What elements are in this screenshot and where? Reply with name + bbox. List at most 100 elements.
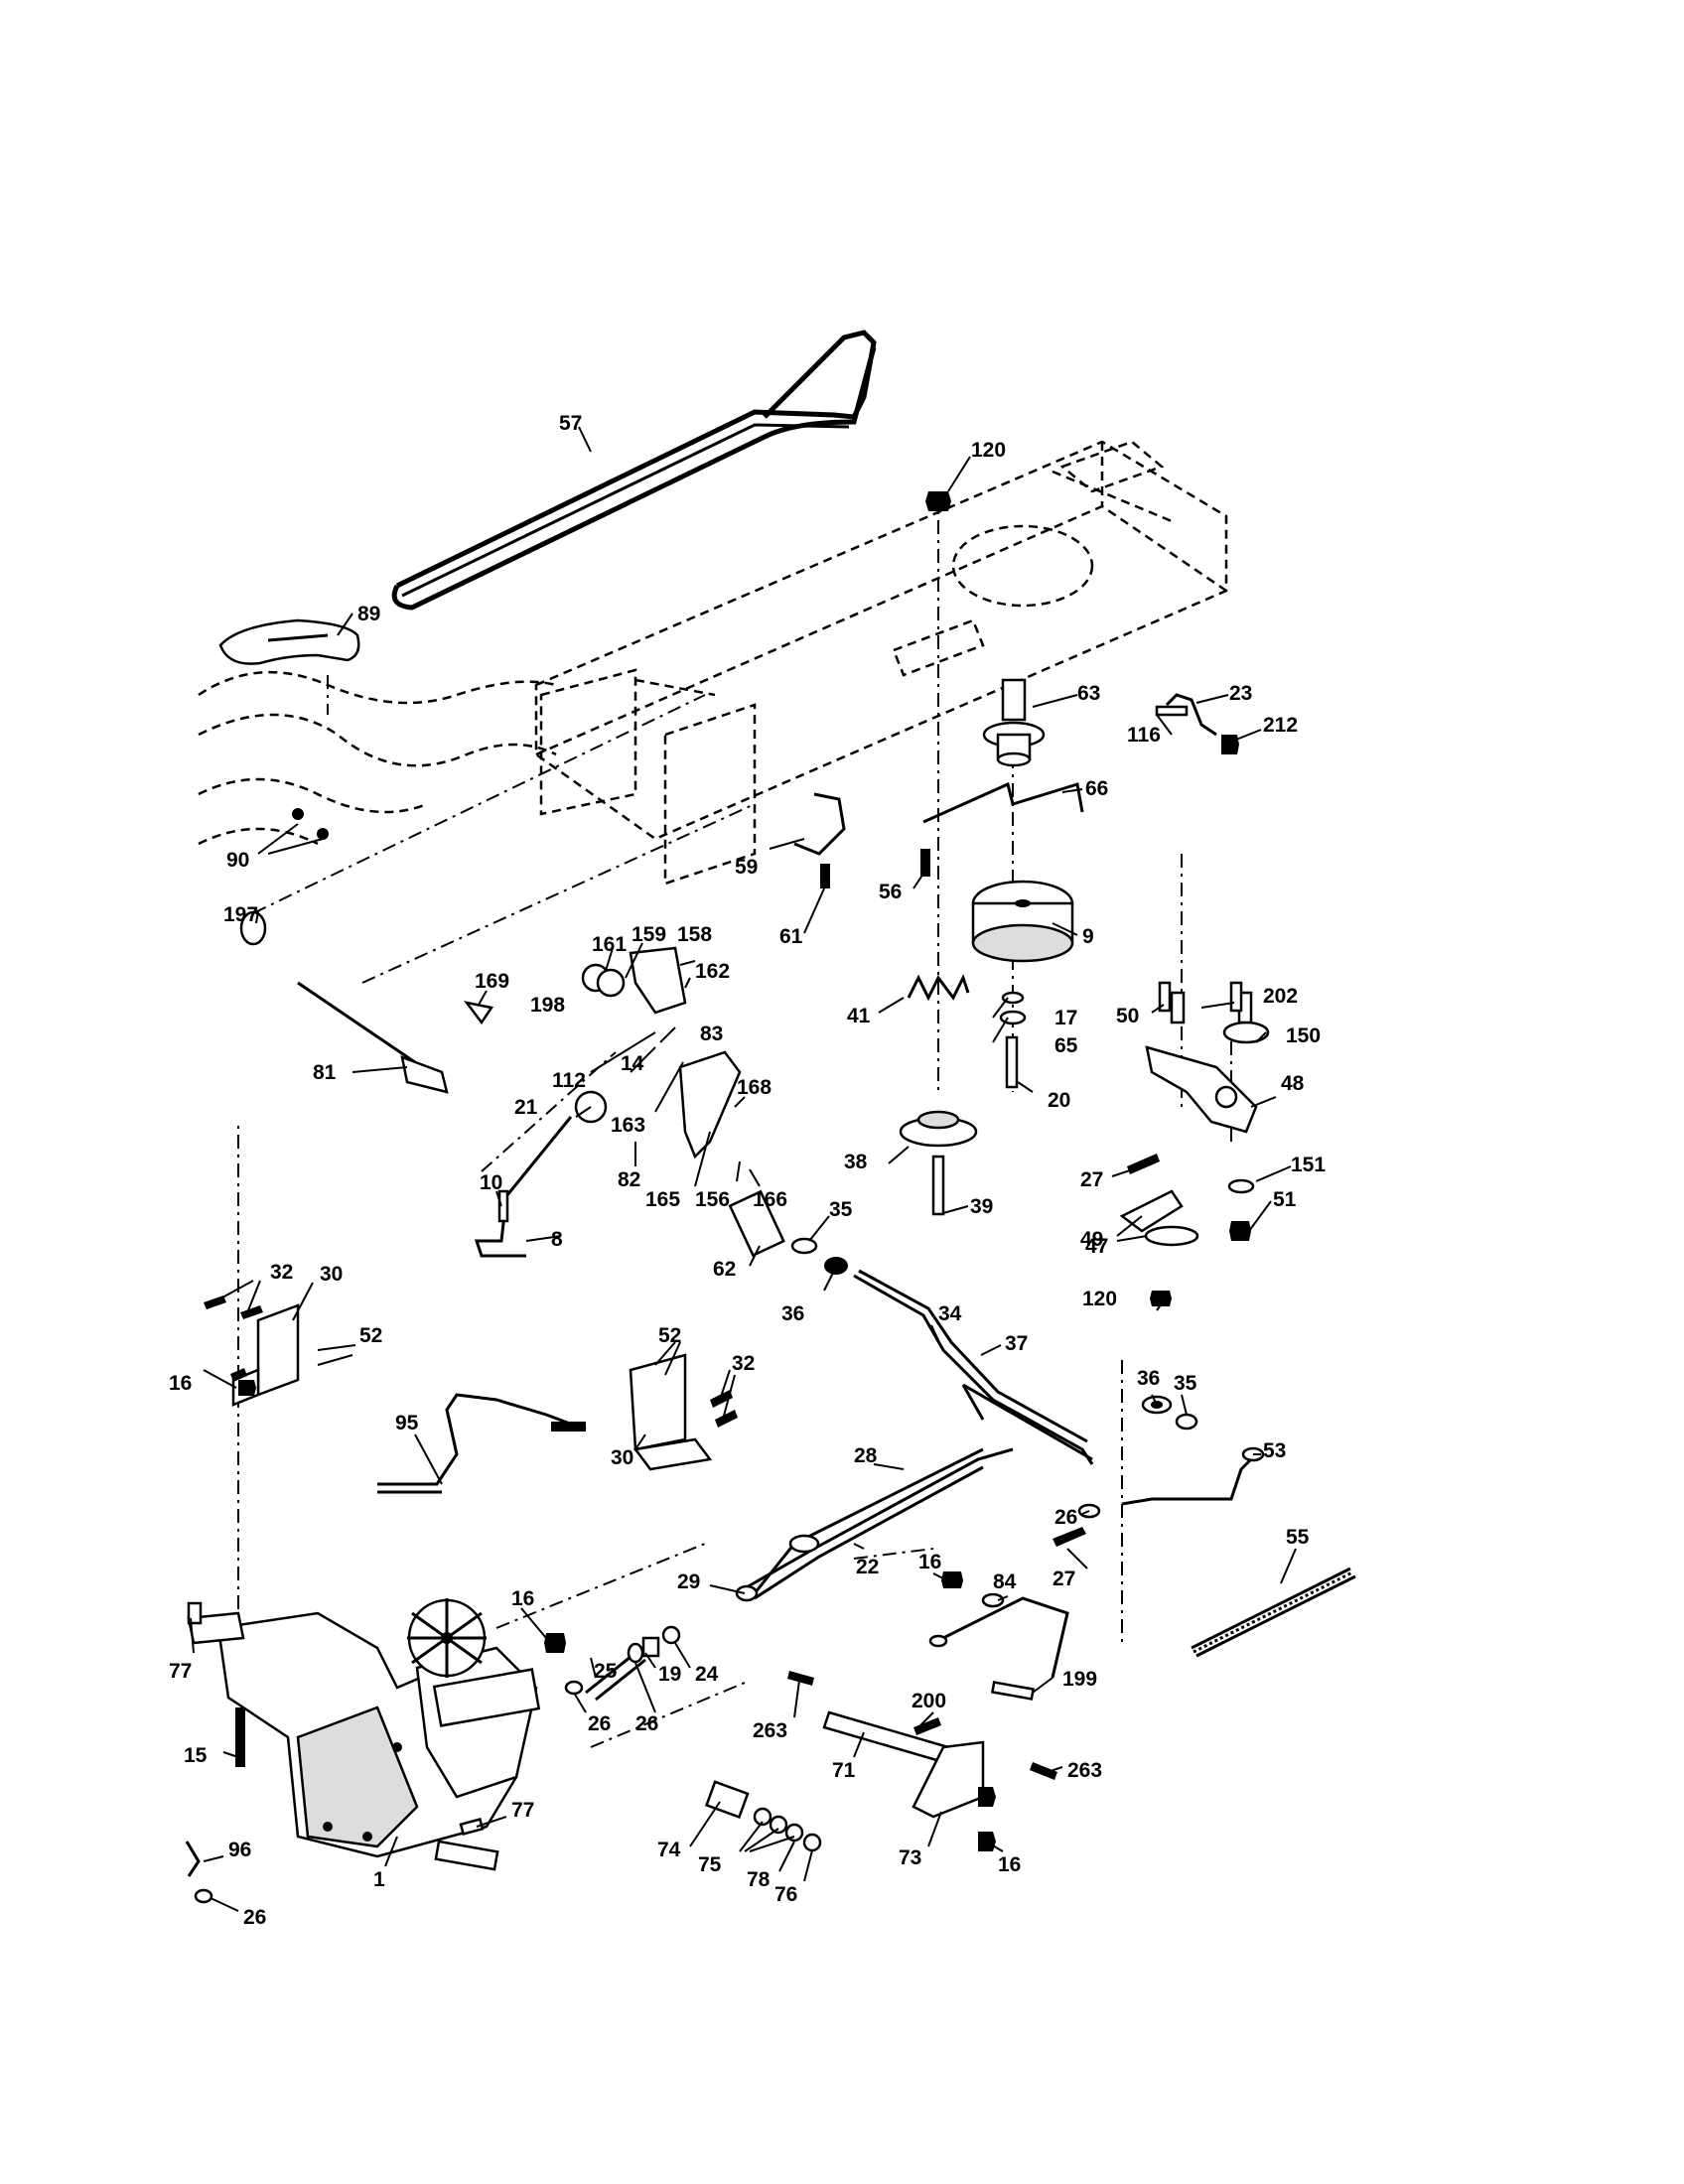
control-rods [735, 1269, 1265, 1602]
label-63: 63 [1077, 682, 1100, 705]
label-263: 263 [753, 1719, 787, 1742]
label-35: 35 [1174, 1372, 1197, 1395]
label-8: 8 [551, 1228, 563, 1251]
label-26: 26 [1054, 1506, 1077, 1529]
label-30: 30 [320, 1263, 343, 1286]
label-96: 96 [228, 1839, 251, 1861]
lower-hardware [185, 792, 1243, 1904]
idler-bracket [1119, 693, 1270, 1306]
label-83: 83 [700, 1023, 723, 1045]
label-50: 50 [1116, 1005, 1139, 1027]
label-49: 49 [1080, 1228, 1103, 1251]
label-22: 22 [856, 1556, 879, 1578]
label-66: 66 [1085, 777, 1108, 800]
label-29: 29 [677, 1570, 700, 1593]
part-labels: 57 120 89 63 23 116 212 66 90 59 56 61 9… [169, 412, 1326, 1929]
label-158: 158 [677, 923, 712, 946]
drive-belt [391, 330, 877, 611]
chassis-frame [534, 440, 1228, 886]
label-161: 161 [592, 933, 627, 956]
label-57: 57 [559, 412, 582, 435]
label-26: 26 [243, 1906, 266, 1929]
label-74: 74 [657, 1839, 681, 1861]
label-156: 156 [695, 1188, 730, 1211]
label-16: 16 [511, 1587, 534, 1610]
label-25: 25 [594, 1660, 618, 1683]
label-53: 53 [1263, 1439, 1286, 1462]
label-16: 16 [918, 1551, 941, 1573]
transaxle [187, 1598, 541, 1871]
label-62: 62 [713, 1258, 736, 1281]
label-73: 73 [899, 1846, 921, 1869]
label-26: 26 [588, 1712, 611, 1735]
label-48: 48 [1281, 1072, 1305, 1095]
label-76: 76 [774, 1883, 797, 1906]
label-65: 65 [1054, 1034, 1078, 1057]
label-116: 116 [1127, 724, 1161, 747]
label-32: 32 [270, 1261, 293, 1284]
label-202: 202 [1263, 985, 1298, 1008]
label-77: 77 [511, 1799, 534, 1822]
label-34: 34 [938, 1302, 962, 1325]
mount-brackets [204, 1296, 738, 1471]
pulley-stack [899, 491, 1084, 1216]
label-55: 55 [1286, 1526, 1310, 1549]
label-51: 51 [1273, 1188, 1297, 1211]
label-56: 56 [879, 881, 902, 903]
label-52: 52 [359, 1324, 382, 1347]
spring-part [1191, 1567, 1356, 1658]
label-35: 35 [829, 1198, 853, 1221]
pedal-rod [377, 1393, 587, 1494]
label-39: 39 [970, 1195, 993, 1218]
label-36: 36 [1137, 1367, 1160, 1390]
label-169: 169 [475, 970, 509, 993]
label-120: 120 [971, 439, 1006, 462]
label-26: 26 [635, 1712, 658, 1735]
label-23: 23 [1229, 682, 1252, 705]
label-200: 200 [912, 1690, 946, 1712]
label-9: 9 [1082, 925, 1094, 948]
label-27: 27 [1080, 1168, 1103, 1191]
label-1: 1 [373, 1868, 385, 1891]
label-14: 14 [621, 1052, 644, 1075]
leader-lines [190, 426, 1297, 1912]
label-162: 162 [695, 960, 730, 983]
label-77: 77 [169, 1660, 192, 1683]
label-28: 28 [854, 1444, 878, 1467]
label-163: 163 [611, 1114, 645, 1137]
label-168: 168 [737, 1076, 772, 1099]
left-linkage [239, 910, 848, 1275]
label-198: 198 [530, 994, 565, 1017]
label-151: 151 [1291, 1154, 1326, 1176]
label-52: 52 [658, 1324, 681, 1347]
deck-outline [198, 670, 557, 846]
seat-cover-part [218, 618, 360, 665]
label-159: 159 [632, 923, 666, 946]
label-61: 61 [779, 925, 803, 948]
label-165: 165 [645, 1188, 680, 1211]
label-75: 75 [698, 1853, 722, 1876]
label-263: 263 [1067, 1759, 1102, 1782]
label-212: 212 [1263, 714, 1298, 737]
label-36: 36 [781, 1302, 804, 1325]
label-95: 95 [395, 1412, 419, 1434]
label-59: 59 [735, 856, 758, 879]
label-78: 78 [747, 1868, 771, 1891]
label-32: 32 [732, 1352, 755, 1375]
label-90: 90 [226, 849, 249, 872]
label-112: 112 [552, 1069, 586, 1092]
label-17: 17 [1054, 1007, 1077, 1029]
label-41: 41 [847, 1005, 871, 1027]
label-16: 16 [998, 1853, 1021, 1876]
label-27: 27 [1052, 1568, 1075, 1590]
label-120: 120 [1082, 1288, 1117, 1310]
label-150: 150 [1286, 1024, 1321, 1047]
assembly-centerlines [237, 491, 1232, 1748]
label-15: 15 [184, 1744, 208, 1767]
label-24: 24 [695, 1663, 719, 1686]
label-21: 21 [514, 1096, 538, 1119]
label-38: 38 [844, 1151, 868, 1173]
label-81: 81 [313, 1061, 337, 1084]
label-20: 20 [1048, 1089, 1070, 1112]
